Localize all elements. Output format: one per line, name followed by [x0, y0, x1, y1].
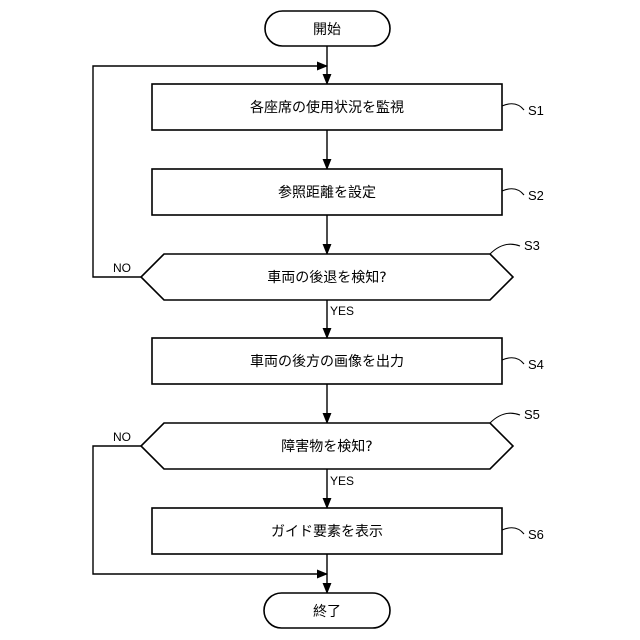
decision-s3: 車両の後退を検知? — [141, 254, 513, 300]
end-terminal: 終了 — [264, 593, 390, 628]
process-s1-label: 各座席の使用状況を監視 — [250, 99, 404, 116]
step-label-s4: S4 — [528, 357, 544, 372]
lead-s6 — [502, 528, 524, 534]
process-s6: ガイド要素を表示 — [152, 508, 502, 554]
process-s6-label: ガイド要素を表示 — [271, 524, 383, 540]
step-label-s2: S2 — [528, 188, 544, 203]
s3-yes-label: YES — [330, 304, 354, 318]
lead-s5 — [490, 413, 520, 423]
step-label-s6: S6 — [528, 527, 544, 542]
s5-yes-label: YES — [330, 474, 354, 488]
lead-s4 — [502, 358, 524, 364]
s3-no-label: NO — [113, 261, 131, 275]
lead-s1 — [502, 104, 524, 110]
process-s4-label: 車両の後方の画像を出力 — [250, 353, 404, 370]
end-label: 終了 — [313, 604, 341, 620]
decision-s5-label: 障害物を検知? — [281, 438, 372, 455]
step-label-s1: S1 — [528, 103, 544, 118]
start-label: 開始 — [313, 22, 341, 38]
process-s4: 車両の後方の画像を出力 — [152, 338, 502, 384]
decision-s3-label: 車両の後退を検知? — [267, 269, 386, 286]
step-label-s5: S5 — [524, 407, 540, 422]
process-s1: 各座席の使用状況を監視 — [152, 84, 502, 130]
step-label-s3: S3 — [524, 238, 540, 253]
start-terminal: 開始 — [265, 11, 390, 46]
s5-no-label: NO — [113, 430, 131, 444]
process-s2: 参照距離を設定 — [152, 169, 502, 215]
lead-s2 — [502, 189, 524, 195]
process-s2-label: 参照距離を設定 — [278, 184, 376, 201]
lead-s3 — [490, 244, 520, 254]
decision-s5: 障害物を検知? — [141, 423, 513, 469]
